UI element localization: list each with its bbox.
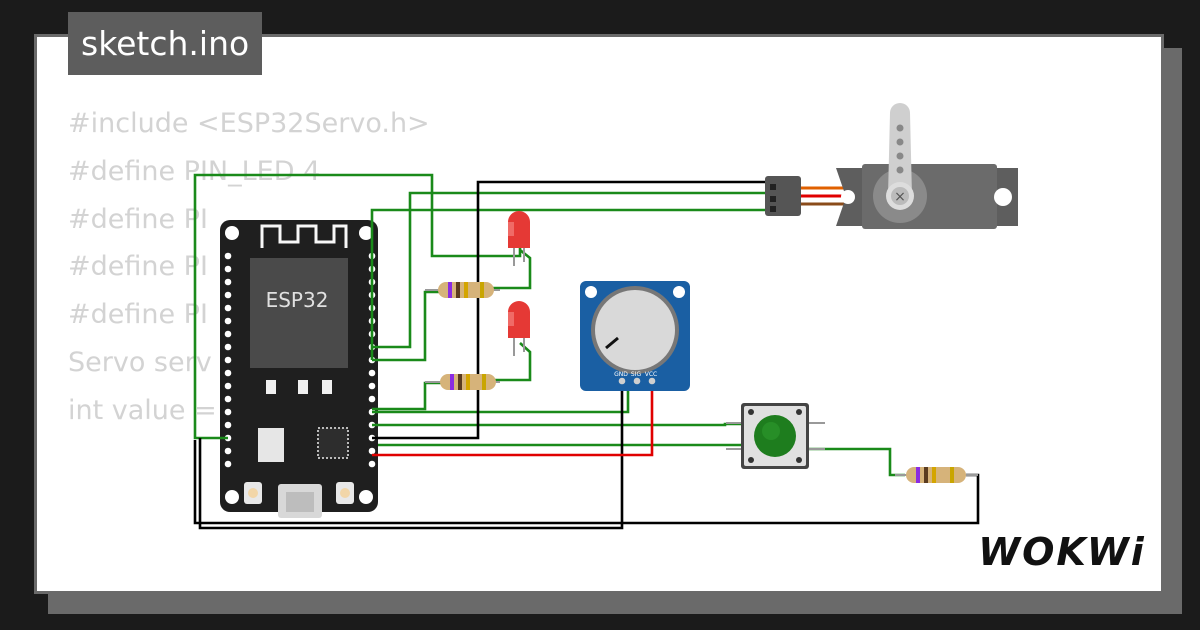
svg-text:×: × (894, 189, 906, 205)
potentiometer[interactable]: GND SIG VCC (580, 281, 690, 391)
esp32-board[interactable]: ESP32 (220, 220, 378, 518)
code-line: #define PI (68, 251, 208, 283)
pot-knob-indicator (605, 336, 619, 350)
filename-tab[interactable]: sketch.ino (68, 12, 263, 75)
code-line: Servo serv (68, 346, 212, 378)
red-wire (372, 372, 654, 457)
esp32-left-pins (224, 252, 232, 468)
esp32-right-pins (368, 252, 376, 468)
code-background: #include <ESP32Servo.h> #define PIN_LED 4… (68, 100, 430, 435)
pot-pin-sig: SIG (631, 371, 642, 378)
resistor-1[interactable] (425, 282, 500, 298)
wokwi-logo: WOKWi (978, 530, 1146, 574)
pot-pin-vcc: VCC (645, 371, 657, 378)
led-2[interactable] (508, 301, 530, 356)
resistor-2[interactable] (425, 374, 500, 390)
push-button[interactable] (726, 403, 825, 469)
voltage-regulator (258, 428, 284, 462)
code-line: #define PIN_LED 4 (68, 155, 321, 187)
code-line: #include <ESP32Servo.h> (68, 108, 430, 139)
led-1[interactable] (508, 211, 530, 266)
pot-pin-gnd: GND (614, 371, 628, 378)
code-line: int value = 0; (68, 394, 252, 426)
servo-horn (888, 103, 912, 196)
usb-chip (317, 427, 349, 459)
esp32-label: ESP32 (266, 288, 329, 312)
servo-motor[interactable]: × (765, 103, 1018, 229)
resistor-3[interactable] (895, 467, 978, 483)
esp32-module (250, 258, 348, 368)
code-line: #define PI (68, 203, 208, 235)
